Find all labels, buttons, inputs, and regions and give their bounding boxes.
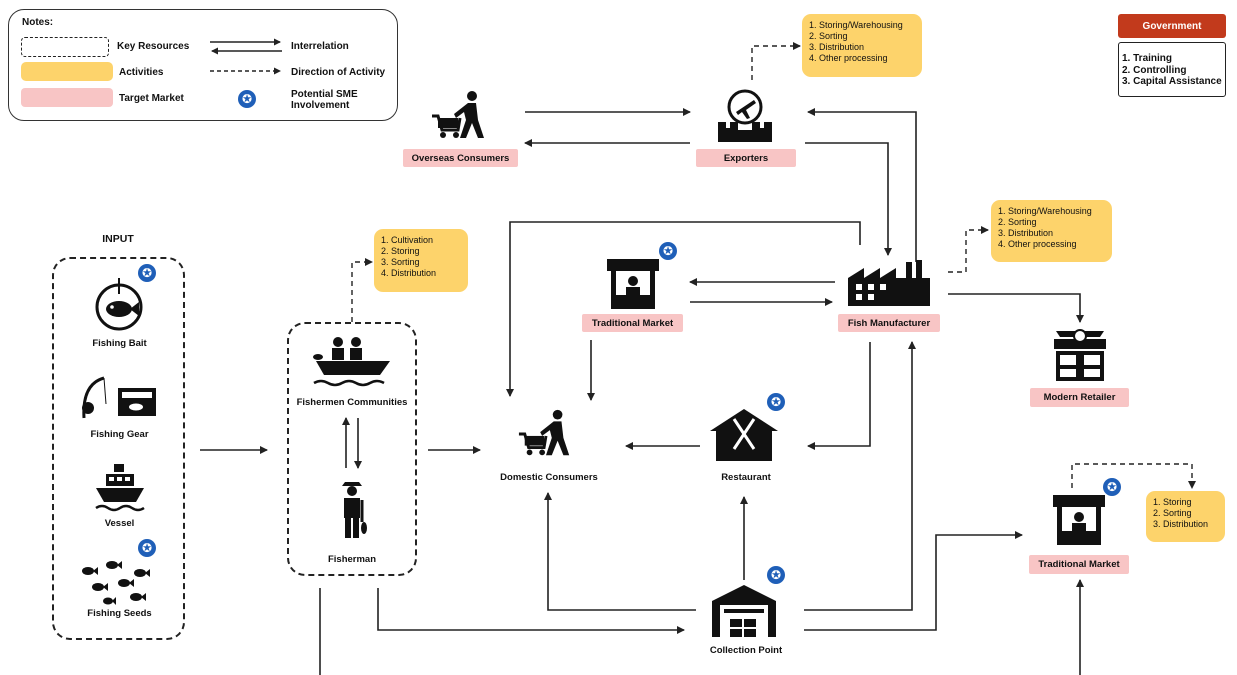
- domestic-consumers-label: Domestic Consumers: [500, 472, 598, 483]
- arrow-manufacturer-to-restaurant: [807, 342, 871, 450]
- star-badge-icon: ✪: [138, 264, 156, 282]
- star-badge-icon: ✪: [767, 566, 785, 584]
- notes-legend: Notes: Key Resources Interrelation Activ…: [8, 9, 398, 121]
- factory-icon: [848, 260, 930, 306]
- legend-interrelation: Interrelation: [291, 41, 349, 52]
- restaurant-label: Restaurant: [721, 472, 771, 483]
- arrow-fisherman-to-collection: [377, 588, 685, 634]
- warehouse-icon: [712, 585, 776, 637]
- arrow-manufacturer-to-retailer: [948, 293, 1084, 323]
- dashed-rightmarket-to-activity: [1071, 463, 1196, 489]
- arrow-manufacturer-to-exporters: [807, 108, 917, 262]
- legend-key-resources: Key Resources: [117, 41, 190, 52]
- arrow-manufacturer-to-domestic-top: [506, 221, 861, 397]
- legend-target-market: Target Market: [119, 93, 184, 104]
- exporters-label: Exporters: [696, 149, 796, 167]
- input-box: [52, 257, 185, 640]
- fishing-seeds-label: Fishing Seeds: [87, 608, 152, 619]
- dashed-exporters-to-activity: [751, 42, 801, 80]
- government-list: 1. Training 2. Controlling 3. Capital As…: [1118, 42, 1226, 97]
- shopping-cart-person-icon: [518, 409, 570, 456]
- legend-activities-swatch: [21, 62, 113, 81]
- government-title: Government: [1118, 14, 1226, 38]
- legend-key-resources-swatch: [21, 37, 109, 57]
- legend-target-market-swatch: [21, 88, 113, 107]
- fishermen-communities-label: Fishermen Communities: [296, 397, 408, 408]
- input-title: INPUT: [102, 233, 134, 245]
- collection-point-label: Collection Point: [709, 645, 783, 656]
- fishing-gear-label: Fishing Gear: [90, 429, 149, 440]
- vessel-label: Vessel: [104, 518, 135, 529]
- legend-activities: Activities: [119, 67, 164, 78]
- legend-interrelation-arrows: [210, 38, 282, 55]
- legend-direction: Direction of Activity: [291, 67, 386, 78]
- fish-seeds-icon: [82, 561, 150, 605]
- dashed-fishermen-to-activity: [351, 258, 373, 322]
- modern-retailer-label: Modern Retailer: [1030, 388, 1129, 407]
- star-badge-icon: ✪: [659, 242, 677, 260]
- overseas-consumers-label: Overseas Consumers: [403, 149, 518, 167]
- arrow-exporters-to-manufacturer: [805, 142, 892, 256]
- star-badge-icon: ✪: [1103, 478, 1121, 496]
- fisherman-icon: [342, 482, 367, 538]
- star-badge-icon: ✪: [138, 539, 156, 557]
- market-stall-icon: [1053, 495, 1105, 545]
- fishermen-box: [287, 322, 417, 576]
- fishing-gear-icon: [82, 376, 156, 419]
- restaurant-icon: [710, 409, 778, 461]
- star-badge-icon: ✪: [767, 393, 785, 411]
- airplane-boxes-icon: [718, 89, 772, 142]
- fisherman-label: Fisherman: [327, 554, 377, 565]
- fishing-boat-icon: [313, 337, 390, 387]
- traditional-market-center-label: Traditional Market: [582, 314, 683, 332]
- arrow-collection-to-domestic: [544, 492, 696, 611]
- fish-bait-icon: [95, 278, 143, 331]
- market-stall-icon: [607, 259, 659, 309]
- notes-title: Notes:: [22, 17, 54, 28]
- shopping-cart-person-icon: [432, 91, 484, 138]
- arrow-collection-to-manufacturer: [804, 341, 916, 611]
- store-icon: [1054, 329, 1106, 381]
- ship-icon: [95, 464, 145, 512]
- dashed-manufacturer-to-activity: [948, 226, 989, 273]
- legend-direction-arrow: [210, 67, 281, 75]
- fishing-bait-label: Fishing Bait: [92, 338, 147, 349]
- traditional-market-right-label: Traditional Market: [1029, 555, 1129, 574]
- fish-manufacturer-label: Fish Manufacturer: [838, 314, 940, 332]
- star-badge-icon: ✪: [238, 90, 256, 108]
- right-market-activities: 1. Storing 2. Sorting 3. Distribution: [1146, 491, 1225, 542]
- arrow-collection-to-right-market: [804, 531, 1023, 631]
